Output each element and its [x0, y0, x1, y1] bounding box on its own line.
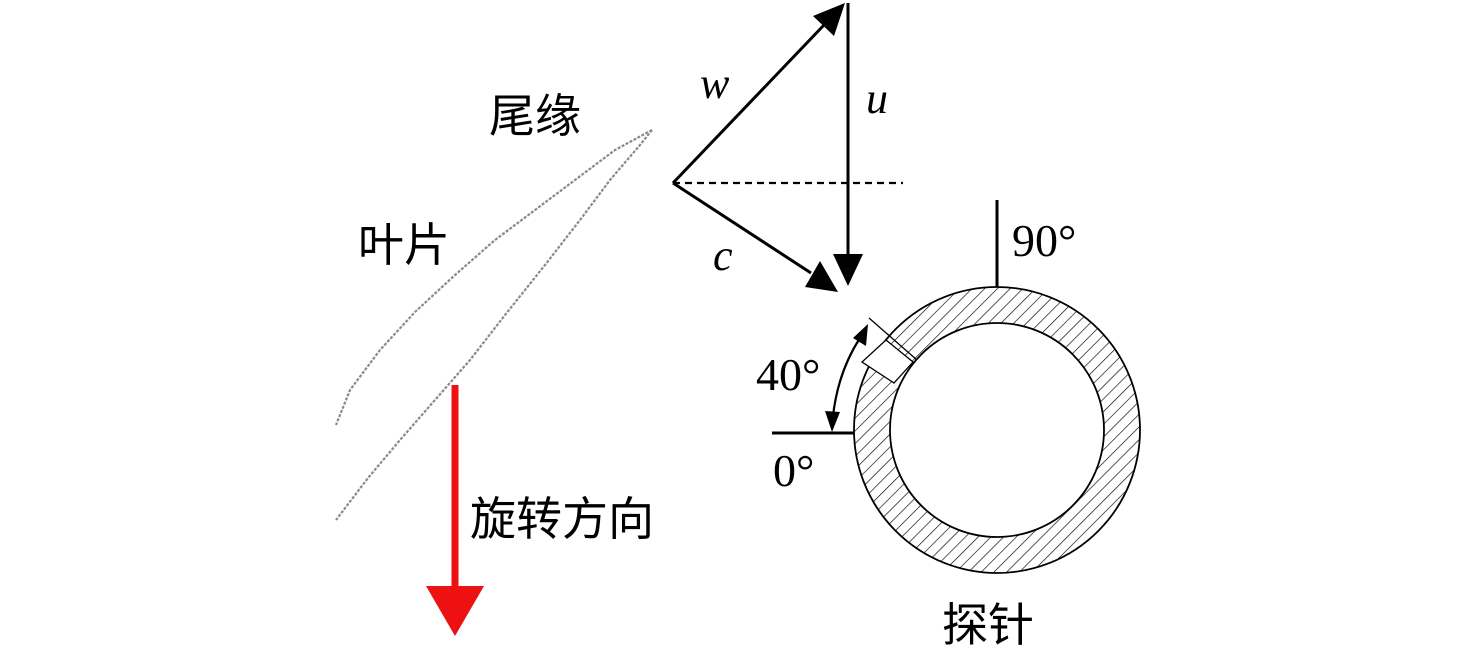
label-angle-0: 0° [773, 445, 814, 496]
probe-ring [854, 287, 1140, 573]
probe-cross-section [772, 200, 1141, 574]
tick-40deg-reference [868, 317, 918, 361]
u-arrowhead [833, 254, 863, 286]
label-angle-90: 90° [1012, 215, 1076, 266]
label-angle-40: 40° [756, 349, 820, 400]
angle-40deg-arc [831, 337, 861, 417]
label-trailing-edge: 尾缘 [489, 89, 581, 143]
w-arrowhead [813, 3, 845, 36]
label-vector-u: u [866, 74, 888, 123]
label-vector-w: w [700, 59, 730, 108]
c-vector [672, 181, 812, 275]
blade-lower-edge [335, 129, 653, 521]
blade-outline [334, 129, 653, 521]
label-rotation-direction: 旋转方向 [470, 492, 654, 546]
label-probe: 探针 [942, 598, 1034, 652]
angle-arc-top-arrowhead [853, 324, 868, 346]
c-arrowhead [805, 261, 838, 292]
rotation-arrowhead [426, 586, 484, 636]
probe-inner-edge [889, 322, 1105, 538]
w-vector [671, 23, 826, 185]
rotation-arrow [426, 385, 484, 636]
sensing-hole-40deg [860, 339, 914, 384]
blade-upper-edge [334, 129, 653, 426]
velocity-triangle [671, 3, 903, 292]
angle-arc-bottom-arrowhead [825, 411, 840, 432]
label-vector-c: c [713, 231, 733, 280]
label-blade: 叶片 [358, 218, 450, 272]
